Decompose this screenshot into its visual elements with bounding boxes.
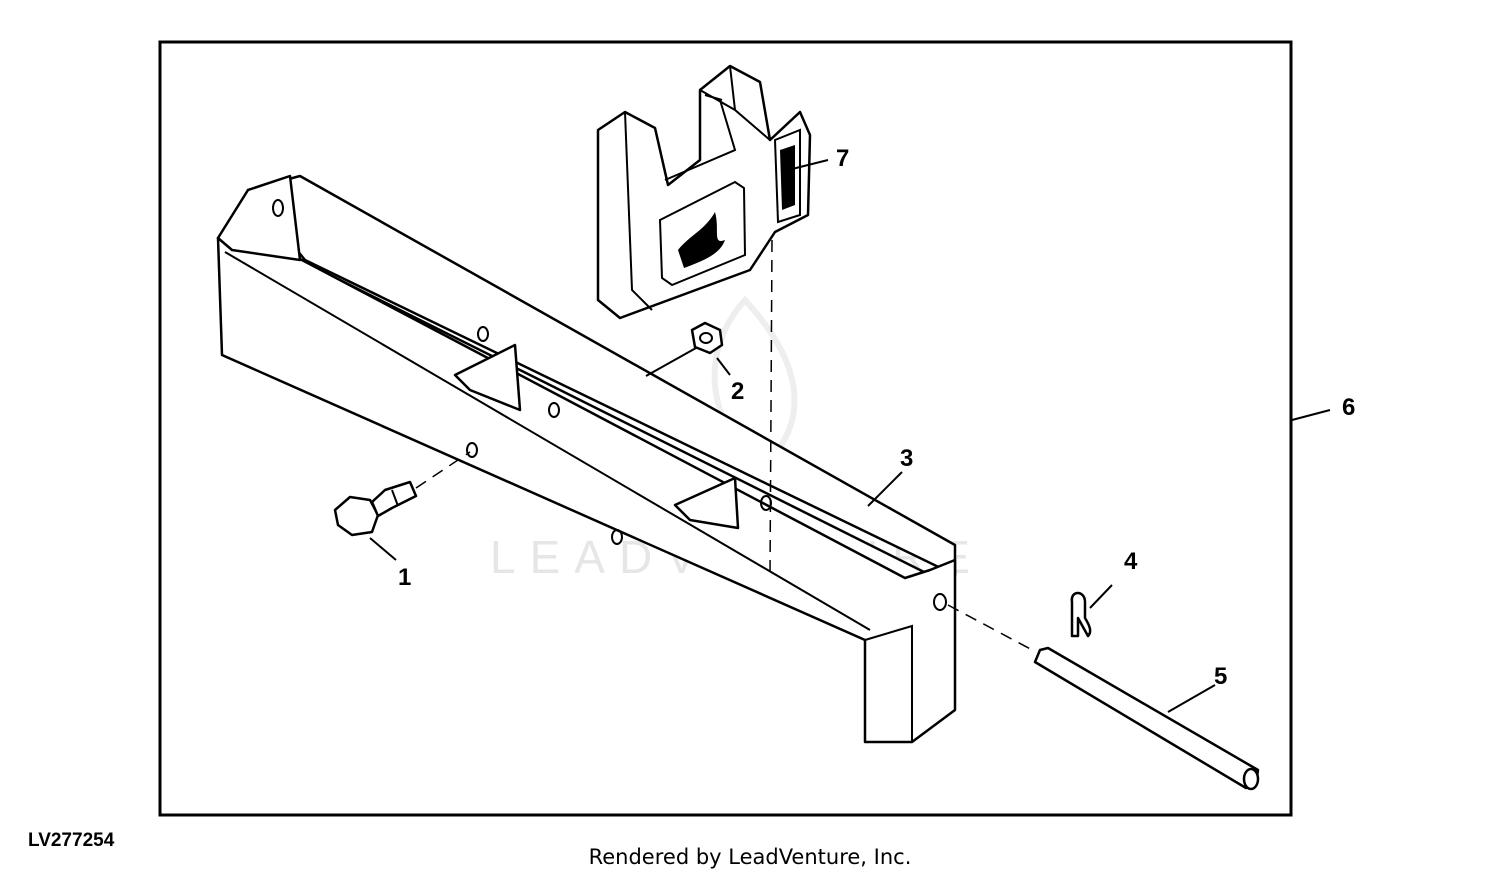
callout-6: 6: [1342, 394, 1355, 421]
footer-credit: Rendered by LeadVenture, Inc.: [588, 845, 912, 869]
suitcase-weight[interactable]: [596, 64, 812, 320]
deer-logo-icon: [678, 212, 725, 268]
callout-7: 7: [836, 145, 849, 172]
hairpin-clip[interactable]: [1070, 591, 1092, 638]
weight-bracket[interactable]: [216, 174, 957, 744]
diagram-id-label: LV277254: [28, 830, 115, 851]
hex-nut[interactable]: [690, 321, 724, 355]
callout-1: 1: [398, 564, 411, 591]
callout-3: 3: [900, 445, 913, 472]
callout-4: 4: [1124, 548, 1138, 575]
bolt[interactable]: [333, 480, 418, 537]
pin[interactable]: [1033, 646, 1260, 791]
callout-5: 5: [1214, 663, 1227, 690]
diagram-frame: [158, 40, 1293, 817]
callout-2: 2: [731, 378, 744, 405]
